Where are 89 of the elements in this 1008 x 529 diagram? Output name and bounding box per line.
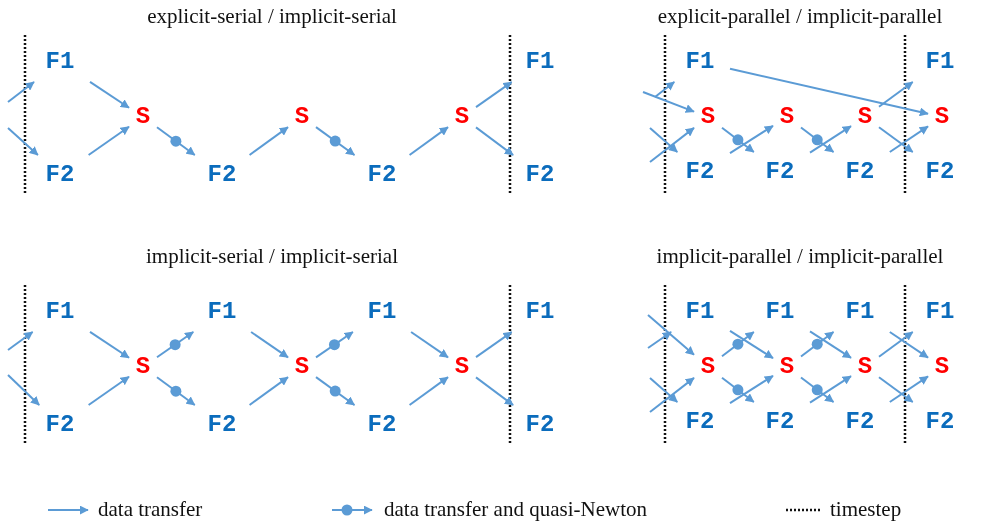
arrow [654, 81, 676, 98]
arrow [888, 125, 929, 153]
panel-title: explicit-serial / implicit-serial [147, 4, 397, 29]
legend-text: data transfer and quasi-Newton [384, 497, 647, 522]
solver-label: S [454, 355, 470, 379]
arrow [647, 314, 695, 356]
field-label: F2 [925, 410, 955, 434]
field-label: F1 [685, 50, 715, 74]
solver-label: S [700, 355, 716, 379]
field-label: F2 [525, 413, 555, 437]
arrow [7, 374, 41, 406]
field-label: F2 [765, 160, 795, 184]
field-label: F2 [367, 163, 397, 187]
field-label: F1 [525, 300, 555, 324]
field-label: F2 [207, 163, 237, 187]
arrow [888, 331, 929, 359]
field-label: F1 [367, 300, 397, 324]
arrow [408, 126, 449, 156]
field-label: F2 [845, 160, 875, 184]
field-label: F1 [925, 300, 955, 324]
panel-title: implicit-serial / implicit-serial [146, 244, 398, 269]
arrow [408, 376, 449, 406]
arrow [649, 376, 695, 413]
solver-label: S [857, 105, 873, 129]
field-label: F1 [45, 300, 75, 324]
panel-title: explicit-parallel / implicit-parallel [657, 4, 943, 29]
field-label: F2 [685, 160, 715, 184]
field-label: F1 [925, 50, 955, 74]
arrow [89, 80, 130, 109]
field-label: F2 [207, 413, 237, 437]
arrow [729, 67, 929, 117]
arrow [475, 126, 515, 156]
solver-label: S [454, 105, 470, 129]
panel-title: implicit-parallel / implicit-parallel [656, 244, 944, 269]
solver-label: S [779, 355, 795, 379]
arrow [647, 331, 673, 349]
arrow [809, 125, 852, 154]
field-label: F1 [765, 300, 795, 324]
arrow [248, 126, 289, 156]
arrow [809, 330, 852, 359]
arrow [729, 374, 774, 405]
field-label: F2 [45, 413, 75, 437]
arrow [475, 331, 513, 359]
arrow [7, 331, 34, 351]
field-label: F1 [685, 300, 715, 324]
arrow [642, 91, 695, 113]
arrow [248, 376, 289, 406]
field-label: F2 [925, 160, 955, 184]
solver-label: S [934, 105, 950, 129]
legend-text: data transfer [98, 497, 203, 522]
solver-label: S [934, 355, 950, 379]
solver-label: S [294, 105, 310, 129]
arrow [250, 331, 289, 359]
legend-text: timestep [830, 497, 902, 522]
arrow [475, 81, 513, 109]
arrow [89, 330, 130, 359]
arrow [809, 375, 852, 404]
arrow [7, 127, 39, 156]
field-label: F2 [765, 410, 795, 434]
arrow [729, 329, 774, 360]
arrow [878, 126, 914, 153]
arrow [888, 375, 929, 403]
field-label: F1 [845, 300, 875, 324]
arrow [649, 127, 679, 153]
field-label: F2 [367, 413, 397, 437]
arrow [729, 124, 774, 155]
field-label: F1 [525, 50, 555, 74]
arrow [649, 126, 695, 163]
arrow [878, 376, 914, 403]
field-label: F2 [845, 410, 875, 434]
field-label: F2 [45, 163, 75, 187]
field-label: F1 [207, 300, 237, 324]
field-label: F2 [525, 163, 555, 187]
arrow [649, 377, 679, 403]
solver-label: S [857, 355, 873, 379]
arrow [878, 331, 914, 358]
solver-label: S [700, 105, 716, 129]
arrow [878, 81, 914, 108]
arrow [87, 375, 130, 406]
arrow [410, 331, 449, 359]
field-label: F2 [685, 410, 715, 434]
solver-label: S [779, 105, 795, 129]
solver-label: S [135, 105, 151, 129]
arrow [7, 81, 35, 103]
arrow [87, 125, 130, 156]
arrow [475, 376, 515, 406]
solver-label: S [135, 355, 151, 379]
solver-label: S [294, 355, 310, 379]
field-label: F1 [45, 50, 75, 74]
